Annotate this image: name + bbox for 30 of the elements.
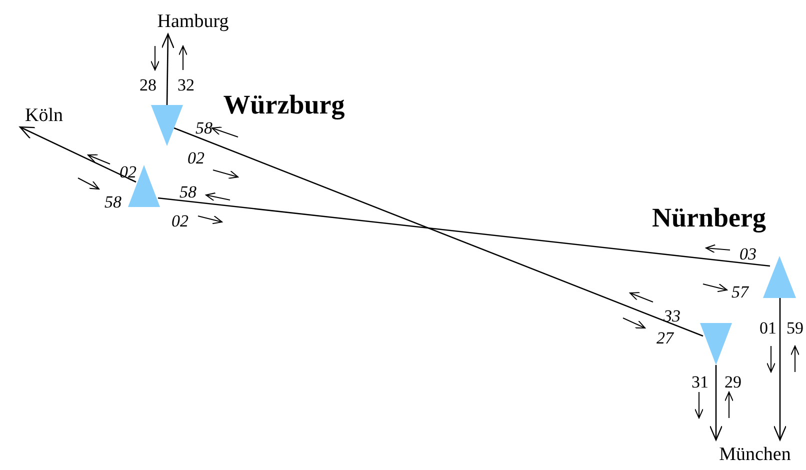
time-label: 02 xyxy=(120,164,136,180)
route-line xyxy=(19,126,136,183)
city-name: München xyxy=(719,444,791,464)
route-line xyxy=(161,33,174,105)
time-label: 58 xyxy=(104,194,122,210)
time-label: 28 xyxy=(140,76,156,94)
station-triangle xyxy=(700,323,732,365)
time-label: 29 xyxy=(724,374,742,390)
time-label: 58 xyxy=(180,184,196,200)
route-line xyxy=(158,197,770,267)
time-label: 01 xyxy=(760,320,776,336)
station-name: Nürnberg xyxy=(652,204,766,232)
time-label: 58 xyxy=(196,120,212,136)
time-label: 02 xyxy=(172,212,188,230)
time-label: 02 xyxy=(188,150,204,166)
route-line xyxy=(773,298,787,441)
station-triangle xyxy=(763,256,796,298)
city-name: Köln xyxy=(25,106,63,125)
time-label: 32 xyxy=(178,76,194,94)
station-triangle xyxy=(151,105,183,146)
station-name: Würzburg xyxy=(223,92,345,118)
route-line xyxy=(709,365,723,441)
time-label: 03 xyxy=(740,246,756,262)
time-label: 59 xyxy=(786,320,804,336)
time-label: 31 xyxy=(692,374,708,390)
time-label: 27 xyxy=(656,330,674,346)
city-name: Hamburg xyxy=(157,12,229,30)
route-line xyxy=(174,127,704,337)
time-label: 57 xyxy=(732,284,748,300)
time-label: 33 xyxy=(664,308,680,324)
